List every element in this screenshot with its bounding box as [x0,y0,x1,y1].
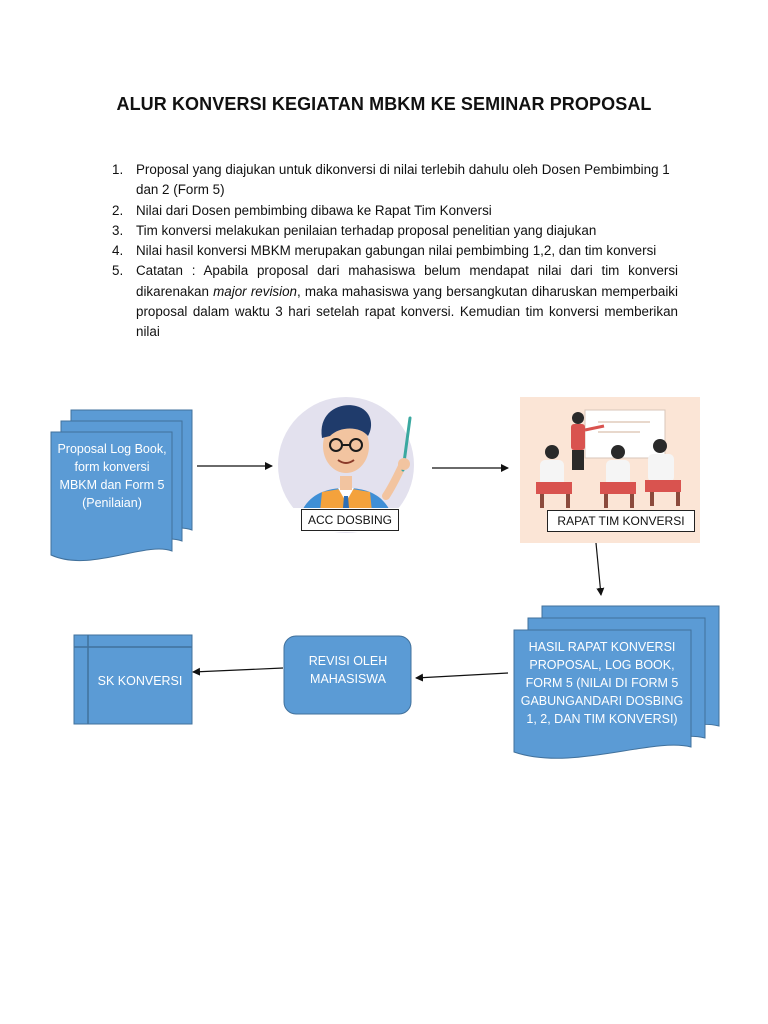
hasil-documents-shape [513,605,720,759]
step-number: 5. [112,263,124,279]
acc-dosbing-label: ACC DOSBING [301,509,399,531]
sk-konversi-shape [73,634,193,725]
step-text: Proposal yang diajukan untuk dikonversi … [136,162,670,198]
step-item: 3. Tim konversi melakukan penilaian terha… [112,221,678,241]
sk-konversi-text: SK KONVERSI [97,674,183,688]
step-text: Nilai hasil konversi MBKM merupakan gabu… [136,243,657,259]
step-text: Catatan : Apabila proposal dari mahasisw… [136,263,678,299]
step-number: 3. [112,222,124,238]
step-item: 1. Proposal yang diajukan untuk dikonvers… [112,160,678,201]
step-text: Nilai dari Dosen pembimbing dibawa ke Ra… [136,202,492,218]
rapat-tim-konversi-label: RAPAT TIM KONVERSI [547,510,695,532]
hasil-box-text: HASIL RAPAT KONVERSI PROPOSAL, LOG BOOK,… [520,640,684,726]
revisi-box-text: REVISI OLEH MAHASISWA [308,654,388,686]
arrow-revisi-to-sk [192,667,284,676]
step-text-italic: major revision [213,283,297,299]
step-item: 4. Nilai hasil konversi MBKM merupakan ga… [112,241,678,261]
arrow-rapat-to-hasil [595,542,605,596]
revisi-box [283,635,412,715]
documents-box-text: Proposal Log Book, form konversi MBKM da… [57,442,167,510]
step-text: , maka mahasiswa yang bersangkutan dihar… [136,283,678,340]
step-number: 2. [112,202,124,218]
page-title: ALUR KONVERSI KEGIATAN MBKM KE SEMINAR P… [116,94,652,114]
documents-shape [50,409,193,562]
steps-list: 1. Proposal yang diajukan untuk dikonvers… [112,160,678,343]
arrow-hasil-to-revisi [415,672,509,682]
step-text: Tim konversi melakukan penilaian terhada… [136,222,597,238]
step-item-note: 5. Catatan : Apabila proposal dari mahasi… [112,261,678,342]
step-item: 2. Nilai dari Dosen pembimbing dibawa ke … [112,201,678,221]
step-number: 4. [112,243,124,259]
step-number: 1. [112,162,124,177]
